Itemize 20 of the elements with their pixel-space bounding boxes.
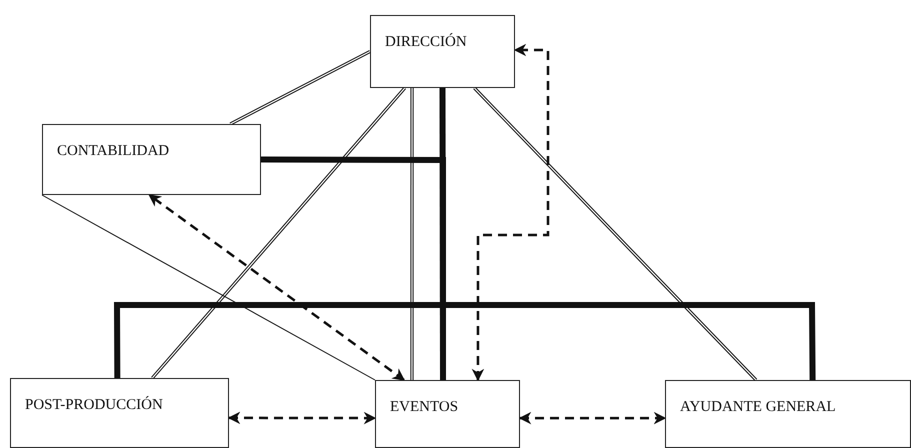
org-box [375, 380, 520, 448]
connector-line [230, 50, 371, 126]
dashed-arrow [518, 412, 666, 424]
dashed-arrow [472, 44, 550, 382]
connector-line [114, 302, 816, 380]
org-box [370, 15, 515, 88]
box-label: DIRECCIÓN [385, 34, 467, 51]
org-box [665, 380, 911, 448]
connector-line [42, 194, 376, 380]
connector-line [410, 88, 414, 380]
connector-line [151, 86, 406, 380]
box-label: EVENTOS [390, 399, 458, 416]
dashed-arrow [228, 412, 376, 424]
box-label: AYUDANTE GENERAL [680, 399, 836, 416]
connector-line [473, 86, 758, 382]
org-box [10, 378, 229, 448]
org-box [42, 124, 261, 195]
box-label: CONTABILIDAD [57, 143, 170, 160]
box-label: POST-PRODUCCIÓN [25, 397, 163, 414]
dashed-arrow [148, 194, 405, 382]
